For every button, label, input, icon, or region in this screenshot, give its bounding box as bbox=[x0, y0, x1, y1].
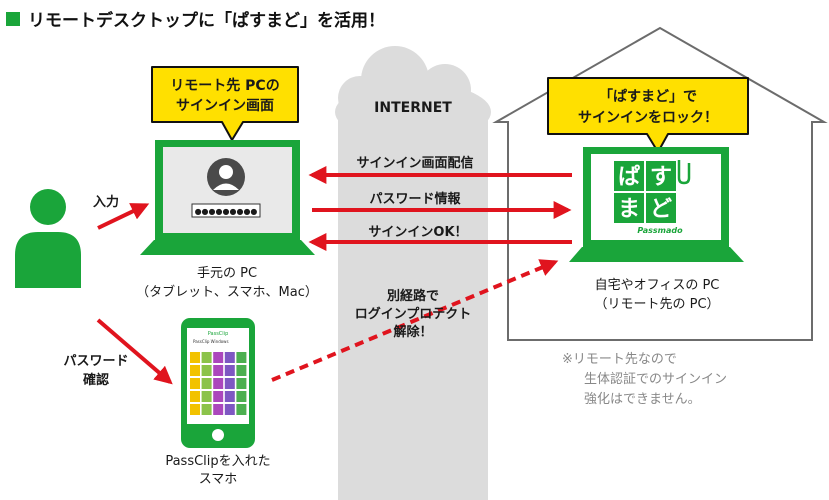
arrow-input bbox=[97, 203, 150, 230]
phone-key-grid bbox=[190, 352, 247, 415]
phone-key bbox=[190, 378, 200, 389]
phone-key bbox=[213, 391, 224, 402]
phone-key bbox=[190, 404, 200, 415]
smartphone: PassClip PassClip Windows bbox=[181, 318, 255, 448]
phone-app-header: PassClip bbox=[208, 331, 229, 337]
local-pc-laptop: ●●●●●●●●● bbox=[140, 140, 315, 255]
phone-key bbox=[190, 352, 200, 363]
phone-key bbox=[201, 365, 212, 376]
logo-subtitle: Passmado bbox=[637, 226, 683, 235]
phone-key bbox=[236, 378, 247, 389]
note-line2: 生体認証でのサインイン bbox=[584, 371, 727, 387]
remote-pc-laptop: ぱ す ま ど Passmado bbox=[569, 147, 744, 262]
label-password-check-1: パスワード bbox=[63, 354, 128, 369]
phone-key bbox=[213, 378, 224, 389]
phone-caption-1: PassClipを入れた bbox=[165, 454, 270, 469]
paperclip-icon bbox=[677, 160, 691, 185]
arrow-alt-route bbox=[271, 259, 559, 382]
right-speech-bubble: 「ぱすまど」で サインインをロック！ bbox=[547, 77, 749, 153]
password-field bbox=[191, 203, 261, 218]
phone-key bbox=[213, 352, 224, 363]
page-title: リモートデスクトップに「ぱすまど」を活用！ bbox=[6, 6, 385, 31]
left-speech-bubble: リモート先 PCの サインイン画面 bbox=[151, 66, 299, 141]
phone-key bbox=[224, 378, 235, 389]
left-bubble-line2: サインイン画面 bbox=[176, 98, 274, 114]
phone-key bbox=[201, 404, 212, 415]
local-pc-caption-1: 手元の PC bbox=[197, 266, 257, 281]
label-signin-ok: サインインOK！ bbox=[368, 225, 467, 240]
user-avatar-icon bbox=[207, 158, 245, 196]
remote-pc-caption-1: 自宅やオフィスの PC bbox=[595, 278, 720, 293]
house-outline bbox=[492, 26, 828, 341]
label-alt-route-3: 解除！ bbox=[392, 324, 432, 340]
phone-key bbox=[201, 378, 212, 389]
remote-pc-caption-2: （リモート先の PC） bbox=[594, 297, 719, 312]
right-bubble-line1: 「ぱすまど」で bbox=[599, 88, 697, 105]
phone-key bbox=[236, 365, 247, 376]
passmado-logo: ぱ す ま ど Passmado bbox=[614, 160, 691, 235]
phone-key bbox=[213, 365, 224, 376]
phone-key bbox=[201, 352, 212, 363]
phone-key bbox=[224, 404, 235, 415]
phone-key bbox=[190, 391, 200, 402]
phone-key bbox=[190, 365, 200, 376]
phone-key bbox=[224, 365, 235, 376]
password-mask: ●●●●●●●●● bbox=[195, 207, 258, 216]
local-pc-caption-2: （タブレット、スマホ、Mac） bbox=[136, 284, 318, 300]
internet-column bbox=[338, 105, 488, 500]
logo-char-4: ど bbox=[650, 197, 672, 222]
logo-char-3: ま bbox=[618, 197, 640, 222]
phone-key bbox=[213, 404, 224, 415]
right-bubble-line2: サインインをロック！ bbox=[578, 110, 718, 126]
label-alt-route-1: 別経路で bbox=[386, 288, 439, 304]
title-marker bbox=[6, 11, 20, 26]
phone-key bbox=[224, 352, 235, 363]
title-text: リモートデスクトップに「ぱすまど」を活用！ bbox=[28, 11, 385, 31]
label-signin-delivery: サインイン画面配信 bbox=[356, 155, 473, 171]
label-input: 入力 bbox=[93, 194, 119, 210]
note-line3: 強化はできません。 bbox=[584, 392, 701, 407]
label-password-check-2: 確認 bbox=[83, 372, 109, 388]
phone-key bbox=[224, 391, 235, 402]
left-bubble-line1: リモート先 PCの bbox=[170, 77, 279, 94]
label-alt-route-2: ログインプロテクト bbox=[355, 306, 472, 322]
phone-key bbox=[236, 352, 247, 363]
cloud-label: INTERNET bbox=[374, 100, 452, 116]
label-password-info: パスワード情報 bbox=[369, 191, 461, 207]
logo-char-1: ぱ bbox=[618, 164, 640, 190]
logo-char-2: す bbox=[650, 165, 672, 190]
arrow-password-check bbox=[96, 318, 173, 385]
phone-caption-2: スマホ bbox=[199, 472, 238, 487]
cloud-icon bbox=[335, 46, 491, 142]
phone-key bbox=[236, 391, 247, 402]
phone-key bbox=[236, 404, 247, 415]
person-icon bbox=[15, 189, 81, 288]
phone-key bbox=[201, 391, 212, 402]
phone-app-sub: PassClip Windows bbox=[193, 339, 229, 344]
note-line1: ※リモート先なので bbox=[562, 352, 677, 367]
